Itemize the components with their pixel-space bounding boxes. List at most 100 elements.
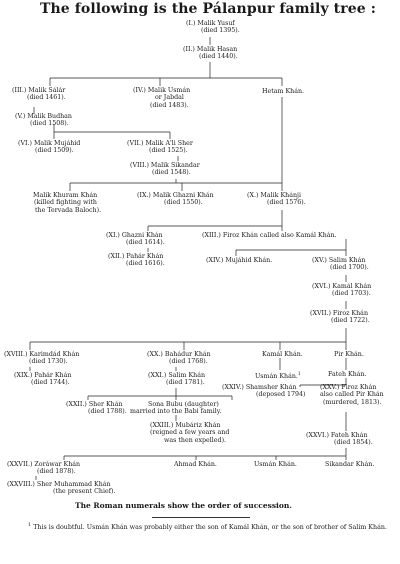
node-zorawar-khan: (XXVII.) Zoráwar Khán (died 1878). bbox=[7, 461, 80, 476]
node-line: (XXVIII.) Sher Muhammad Khán bbox=[7, 481, 111, 488]
node-sona-bubu: Sona Bubu (daughter) married into the Ba… bbox=[130, 401, 221, 416]
node-firoz-khan-xvii: (XVII.) Firoz Khán (died 1722). bbox=[310, 310, 370, 325]
node-fateh-khan: Fateh Khán. bbox=[328, 371, 367, 378]
node-line: (XVIII.) Karimdád Khán bbox=[4, 351, 80, 358]
footnote: 1 This is doubtful. Usmán Khán was proba… bbox=[28, 521, 390, 532]
node-line: (died 1700). bbox=[330, 264, 369, 272]
footnote-number: 1 bbox=[28, 522, 32, 528]
node-mubariz-khan: (XXIII.) Mubáriz Khán (reigned a few yea… bbox=[150, 422, 229, 444]
node-kamal-khan: Kamál Khán. bbox=[262, 351, 303, 358]
node-line: (XXVI.) Fateh Khán bbox=[306, 432, 368, 439]
node-line: (died 1508). bbox=[30, 120, 69, 128]
footnote-marker: 1 bbox=[297, 372, 301, 377]
node-line: Malik Khuram Khán bbox=[33, 192, 98, 199]
node-salim-khan-xv: (XV.) Salim Khán (died 1700). bbox=[312, 257, 369, 272]
node-line: was then expelled). bbox=[164, 436, 227, 444]
node-malik-yusuf: (I.) Malik Yusuf (died 1395). bbox=[186, 20, 240, 35]
node-line: also called Pir Khán bbox=[320, 391, 384, 399]
node-salim-khan-xxi: (XXI.) Salim Khán (died 1781). bbox=[148, 372, 205, 387]
page-title: The following is the Pálanpur family tre… bbox=[40, 1, 376, 17]
footnote-divider bbox=[152, 517, 250, 518]
node-line: (IX.) Malik Ghazni Khán bbox=[137, 192, 214, 199]
node-karimdad-khan: (XVIII.) Karimdád Khán (died 1730). bbox=[4, 351, 79, 366]
node-ahmad-khan: Ahmad Khán. bbox=[174, 461, 217, 468]
node-line: (VIII.) Malik Sikandar bbox=[130, 162, 200, 169]
node-line: (XIV.) Mujáhid Khán. bbox=[206, 257, 273, 264]
node-line: Sona Bubu (daughter) bbox=[148, 401, 219, 408]
node-line: (died 1614). bbox=[126, 239, 165, 247]
node-malik-salar: (III.) Malik Sálár (died 1461). bbox=[12, 87, 66, 102]
node-line: Usmán Khán.1 bbox=[255, 371, 301, 381]
node-mujahid-khan: (XIV.) Mujáhid Khán. bbox=[206, 257, 272, 264]
node-line: (died 1483). bbox=[150, 101, 189, 109]
node-line: (died 1788). bbox=[88, 408, 127, 416]
node-malik-ghazni-khan: (IX.) Malik Ghazni Khán (died 1550). bbox=[137, 192, 214, 207]
node-line: (died 1461). bbox=[27, 94, 66, 102]
node-line: (reigned a few years and bbox=[150, 429, 230, 437]
node-line: the Tervada Baloch). bbox=[35, 206, 102, 214]
node-malik-usman: (IV.) Malik Usmán or Jabdal (died 1483). bbox=[133, 87, 190, 109]
node-bahadur-khan: (XX.) Bahádur Khán (died 1768). bbox=[147, 351, 211, 366]
node-line: (VI.) Malik Mujáhid bbox=[18, 140, 81, 147]
node-line: Usmán Khán. bbox=[254, 461, 297, 468]
node-malik-hasan: (II.) Malik Hasan (died 1440). bbox=[183, 46, 238, 61]
node-line: (XIII.) Firoz Khán called also Kamál Khá… bbox=[202, 232, 337, 239]
node-pahar-khan-xix: (XIX.) Pahár Khán (died 1744). bbox=[14, 372, 71, 387]
node-shamsher-khan: (XXIV.) Shamsher Khán (deposed 1794) bbox=[222, 384, 306, 399]
node-line: (VII.) Malik A'li Sher bbox=[127, 140, 193, 147]
node-line: (XXI.) Salim Khán bbox=[148, 372, 206, 379]
node-line: (died 1395). bbox=[201, 27, 240, 35]
node-line: or Jabdal bbox=[155, 94, 184, 102]
node-line: (deposed 1794) bbox=[256, 391, 306, 399]
node-fateh-khan-xxvi: (XXVI.) Fateh Khán (died 1854). bbox=[306, 432, 373, 447]
node-line: (died 1768). bbox=[169, 358, 208, 366]
node-line: (X.) Malik Khánji bbox=[247, 192, 301, 199]
node-line: Kamál Khán. bbox=[262, 351, 303, 358]
node-line: married into the Babi family. bbox=[130, 408, 222, 416]
node-usman-khan: Usmán Khán. bbox=[254, 461, 297, 468]
node-line: (XXII.) Sher Khán bbox=[66, 401, 123, 408]
node-line: (IV.) Malik Usmán bbox=[133, 87, 191, 94]
succession-note: The Roman numerals show the order of suc… bbox=[75, 501, 292, 510]
node-line: (died 1878). bbox=[37, 468, 76, 476]
node-line: (XXVII.) Zoráwar Khán bbox=[7, 461, 81, 468]
node-line: (XV.) Salim Khán bbox=[312, 257, 366, 264]
node-line: (XI.) Ghazni Khán bbox=[106, 232, 163, 239]
node-pahar-khan-xii: (XII.) Pahár Khán (died 1616). bbox=[108, 253, 165, 268]
node-line: (died 1550). bbox=[164, 199, 203, 207]
node-line: (XII.) Pahár Khán bbox=[108, 253, 164, 260]
node-line: (XVII.) Firoz Khán bbox=[310, 310, 368, 317]
node-pir-khan: Pir Khán. bbox=[334, 351, 364, 358]
node-line: Hetam Khán. bbox=[262, 88, 305, 95]
node-label: Usmán Khán. bbox=[255, 373, 298, 381]
node-line: (died 1744). bbox=[31, 379, 70, 387]
node-sikandar-khan: Sikandar Khán. bbox=[325, 461, 374, 468]
node-malik-khuram-khan: Malik Khuram Khán (killed fighting with … bbox=[33, 192, 101, 214]
node-firoz-khan-pir-khan: (XXV.) Firoz Khán also called Pir Khán (… bbox=[320, 384, 384, 406]
node-hetam-khan: Hetam Khán. bbox=[262, 88, 304, 95]
node-kamal-khan-xvi: (XVI.) Kamál Khán (died 1703). bbox=[312, 283, 371, 298]
node-line: (died 1781). bbox=[166, 379, 205, 387]
node-usman-khan-footnoted: Usmán Khán.1 bbox=[255, 371, 301, 381]
node-malik-budhan: (V.) Malik Budhan (died 1508). bbox=[15, 113, 72, 128]
node-line: (killed fighting with bbox=[34, 199, 97, 207]
node-line: (died 1509). bbox=[35, 147, 74, 155]
node-line: (I.) Malik Yusuf bbox=[186, 20, 235, 27]
node-line: Pir Khán. bbox=[334, 351, 364, 358]
node-line: Fateh Khán. bbox=[328, 371, 367, 378]
node-line: (died 1440). bbox=[199, 53, 238, 61]
node-sher-khan: (XXII.) Sher Khán (died 1788). bbox=[66, 401, 127, 416]
node-malik-khanji: (X.) Malik Khánji (died 1576). bbox=[247, 192, 306, 207]
node-line: (XIX.) Pahár Khán bbox=[14, 372, 72, 379]
node-malik-mujahid: (VI.) Malik Mujáhid (died 1509). bbox=[18, 140, 80, 155]
node-malik-sikandar: (VIII.) Malik Sikandar (died 1548). bbox=[130, 162, 200, 177]
node-malik-ali-sher: (VII.) Malik A'li Sher (died 1525). bbox=[127, 140, 193, 155]
node-line: (II.) Malik Hasan bbox=[183, 46, 238, 53]
node-line: (died 1616). bbox=[126, 260, 165, 268]
node-line: (XX.) Bahádur Khán bbox=[147, 351, 211, 358]
node-line: (XXIII.) Mubáriz Khán bbox=[150, 422, 221, 429]
node-ghazni-khan: (XI.) Ghazni Khán (died 1614). bbox=[106, 232, 165, 247]
node-line: (died 1854). bbox=[334, 439, 373, 447]
node-line: (XXIV.) Shamsher Khán bbox=[222, 384, 297, 391]
